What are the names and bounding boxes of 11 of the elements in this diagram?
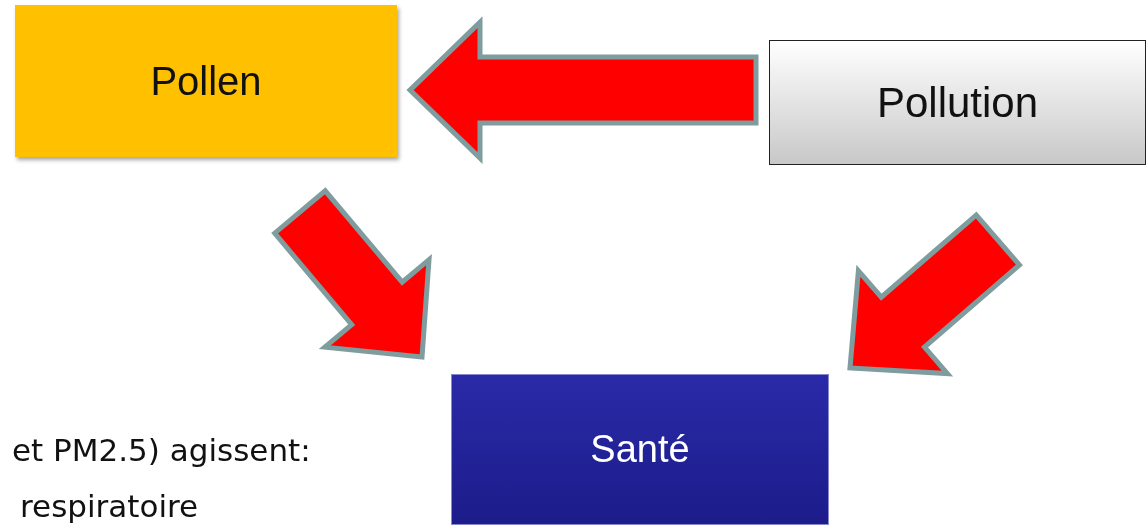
box-label: Pollen: [150, 58, 262, 104]
block-arrow: [271, 187, 432, 360]
box-label: Santé: [590, 428, 690, 471]
body-text: et PM2.5) agissent:: [12, 432, 311, 468]
process-box: [769, 40, 1146, 165]
block-arrow: [406, 16, 759, 164]
body-text: respiratoire: [20, 488, 199, 524]
block-arrow: [847, 211, 1023, 377]
process-box: [451, 374, 829, 525]
box-label: Pollution: [876, 78, 1039, 127]
process-box: [15, 5, 397, 157]
